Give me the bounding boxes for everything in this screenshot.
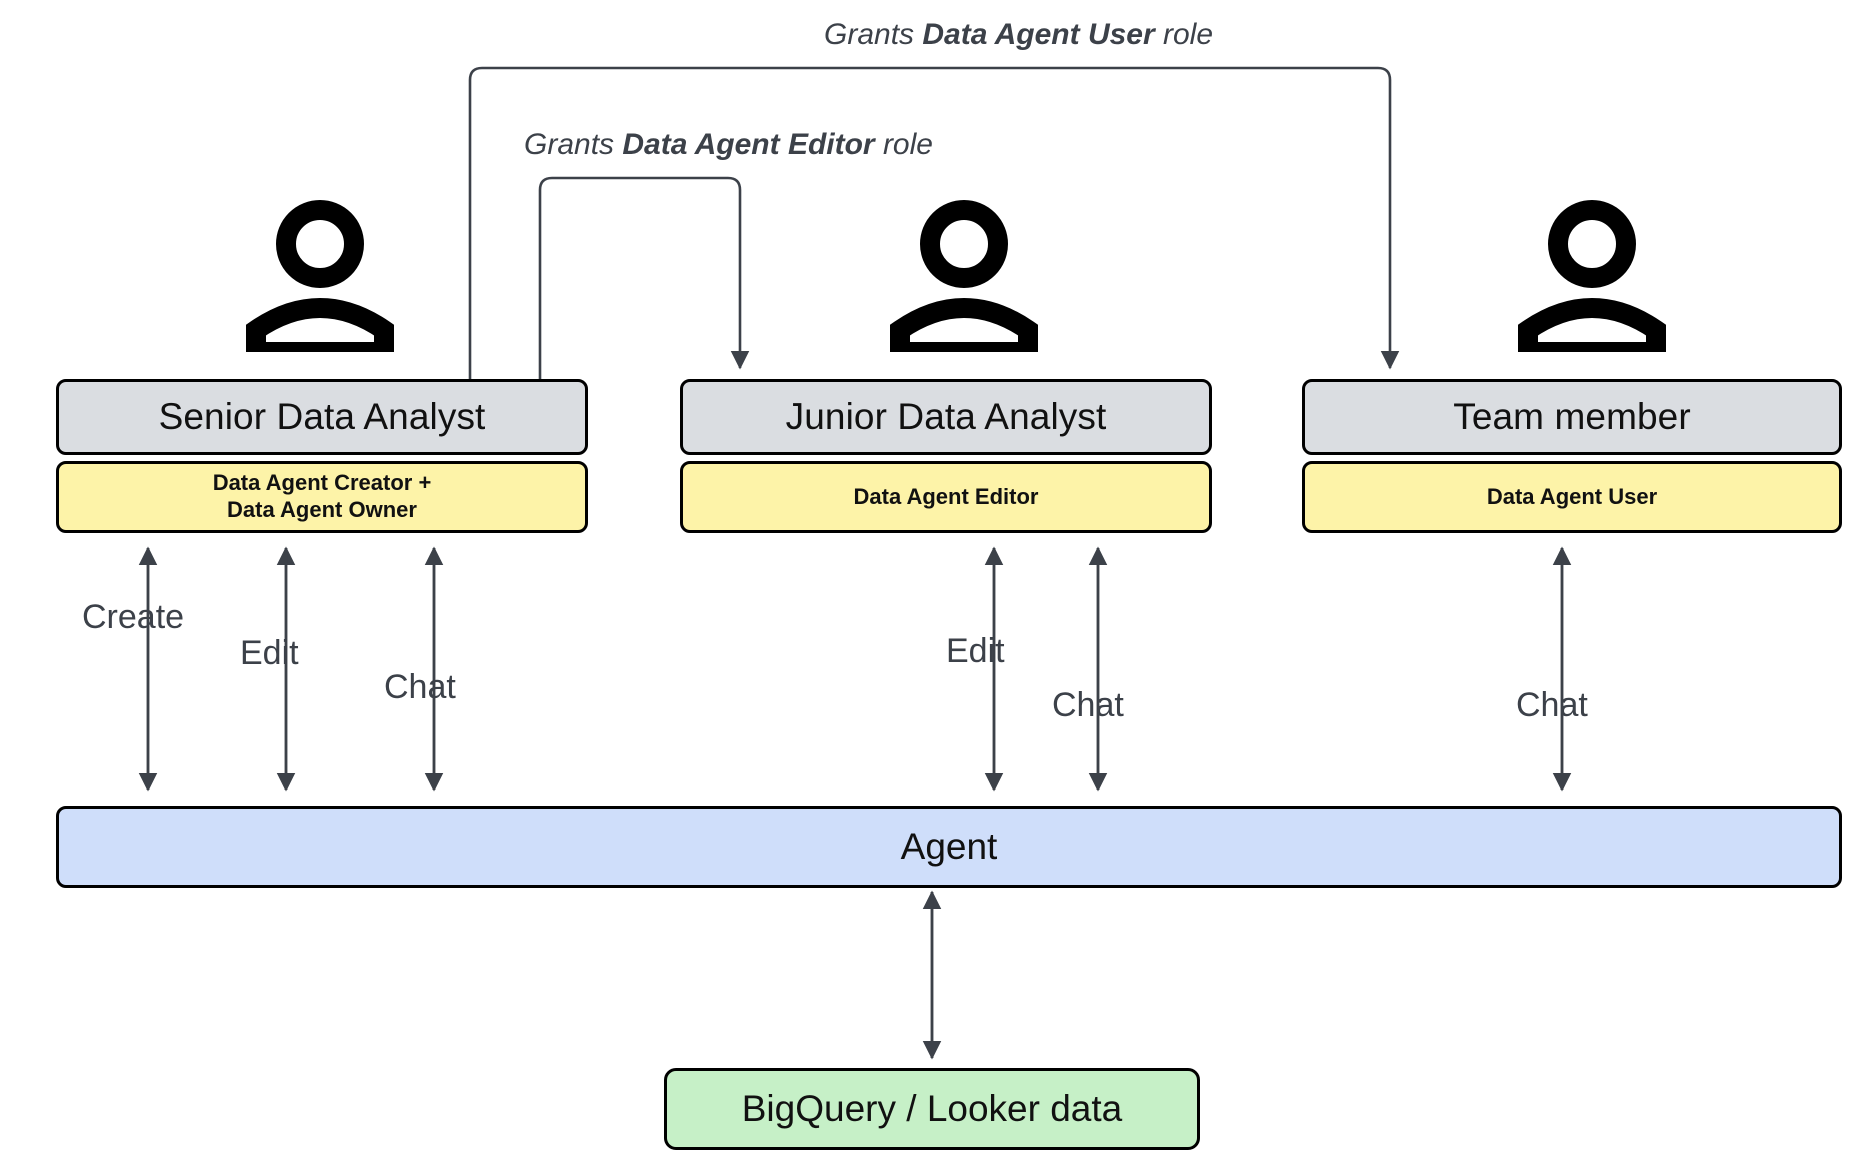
person-icon-team-member	[1512, 200, 1672, 362]
agent-box[interactable]: Agent	[56, 806, 1842, 888]
action-label-create: Create	[82, 598, 185, 636]
person-icon	[1518, 200, 1666, 362]
persona-role-senior-data-analyst[interactable]: Data Agent Creator + Data Agent Owner	[56, 461, 588, 533]
persona-title-junior-data-analyst[interactable]: Junior Data Analyst	[680, 379, 1212, 455]
persona-title-senior-data-analyst[interactable]: Senior Data Analyst	[56, 379, 588, 455]
action-label-edit-senior: Edit	[240, 634, 299, 672]
person-icon	[890, 200, 1038, 362]
connector-grant-editor	[538, 176, 750, 380]
action-label-chat-team: Chat	[1516, 686, 1588, 724]
persona-title-team-member[interactable]: Team member	[1302, 379, 1842, 455]
persona-role-junior-data-analyst[interactable]: Data Agent Editor	[680, 461, 1212, 533]
person-icon	[246, 200, 394, 362]
action-label-chat-senior: Chat	[384, 668, 456, 706]
person-icon-junior-data-analyst	[884, 200, 1044, 362]
connector-grant-user	[468, 66, 1400, 380]
role-line-2: Data Agent Owner	[227, 497, 417, 522]
grant-editor-suffix: role	[874, 128, 933, 161]
grant-editor-role: Data Agent Editor	[622, 128, 875, 161]
grant-user-suffix: role	[1154, 18, 1214, 51]
persona-role-team-member[interactable]: Data Agent User	[1302, 461, 1842, 533]
grant-label-data-agent-user: Grants Data Agent User role	[824, 18, 1213, 52]
person-icon-senior-data-analyst	[240, 200, 400, 362]
data-source-box[interactable]: BigQuery / Looker data	[664, 1068, 1200, 1150]
action-label-edit-junior: Edit	[946, 632, 1005, 670]
grant-user-role: Data Agent User	[922, 18, 1155, 51]
grant-editor-prefix: Grants	[524, 128, 623, 161]
action-label-chat-junior: Chat	[1052, 686, 1124, 724]
grant-label-data-agent-editor: Grants Data Agent Editor role	[524, 128, 933, 162]
role-line-1: Data Agent Creator +	[212, 470, 432, 496]
grant-user-prefix: Grants	[824, 18, 923, 51]
